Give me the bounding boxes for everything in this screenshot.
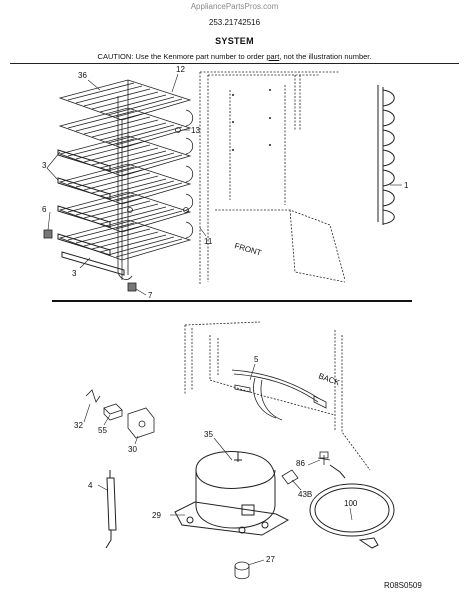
evaporator-fitting[interactable] [127, 127, 189, 213]
callout-86: 86 [296, 459, 305, 468]
shelf-front-tube[interactable] [57, 149, 125, 276]
site-watermark: AppliancePartsPros.com [190, 2, 279, 11]
caution-text-start: CAUTION: Use the Kenmore part number to … [97, 52, 267, 61]
wire-harness[interactable] [231, 369, 327, 421]
callout-6: 6 [42, 205, 47, 214]
callout-29: 29 [152, 511, 161, 520]
section-divider [52, 300, 412, 302]
callout-30: 30 [128, 445, 137, 454]
leader-lines [46, 73, 402, 566]
header-rule [10, 63, 459, 64]
back-label: BACK [317, 371, 341, 387]
callout-32: 32 [74, 421, 83, 430]
front-label: FRONT [233, 241, 262, 257]
caution-text: CAUTION: Use the Kenmore part number to … [0, 52, 469, 61]
callout-43b: 43B [298, 490, 312, 499]
callout-3-lower: 3 [72, 269, 77, 278]
callout-12: 12 [176, 65, 185, 74]
callout-11: 11 [204, 237, 213, 246]
callout-36: 36 [78, 71, 87, 80]
drain-fitting[interactable] [127, 282, 137, 292]
relay-block[interactable] [103, 403, 123, 421]
callout-27: 27 [266, 555, 275, 564]
freezer-cabinet [199, 71, 346, 285]
grommet[interactable] [234, 561, 250, 580]
clip[interactable] [85, 389, 101, 403]
callout-7: 7 [148, 291, 153, 300]
callout-100: 100 [344, 499, 358, 508]
callout-35: 35 [204, 430, 213, 439]
ground-clip[interactable] [281, 469, 299, 485]
cabinet-dots [232, 89, 271, 151]
callout-4: 4 [88, 481, 93, 490]
evaporator-shelf-assembly[interactable] [58, 79, 194, 280]
compressor[interactable] [174, 451, 290, 536]
filter-drier[interactable] [105, 470, 117, 549]
overload-relay[interactable] [127, 407, 155, 439]
screw[interactable] [317, 451, 331, 465]
callout-1: 1 [404, 181, 409, 190]
model-number: 253.21742516 [208, 18, 261, 27]
callout-5: 5 [254, 355, 259, 364]
condenser-coil[interactable] [377, 85, 395, 225]
shelf-clip[interactable] [43, 229, 53, 239]
drawing-code: R08S0509 [384, 581, 422, 590]
cabinet-back [184, 321, 371, 471]
caution-part-link[interactable]: part [266, 52, 280, 61]
section-title: SYSTEM [215, 36, 254, 46]
caution-text-end: , not the illustration number. [279, 52, 372, 61]
callout-55: 55 [98, 426, 107, 435]
power-cord[interactable] [309, 464, 395, 549]
callout-3-upper: 3 [42, 161, 47, 170]
callout-13: 13 [191, 126, 200, 135]
